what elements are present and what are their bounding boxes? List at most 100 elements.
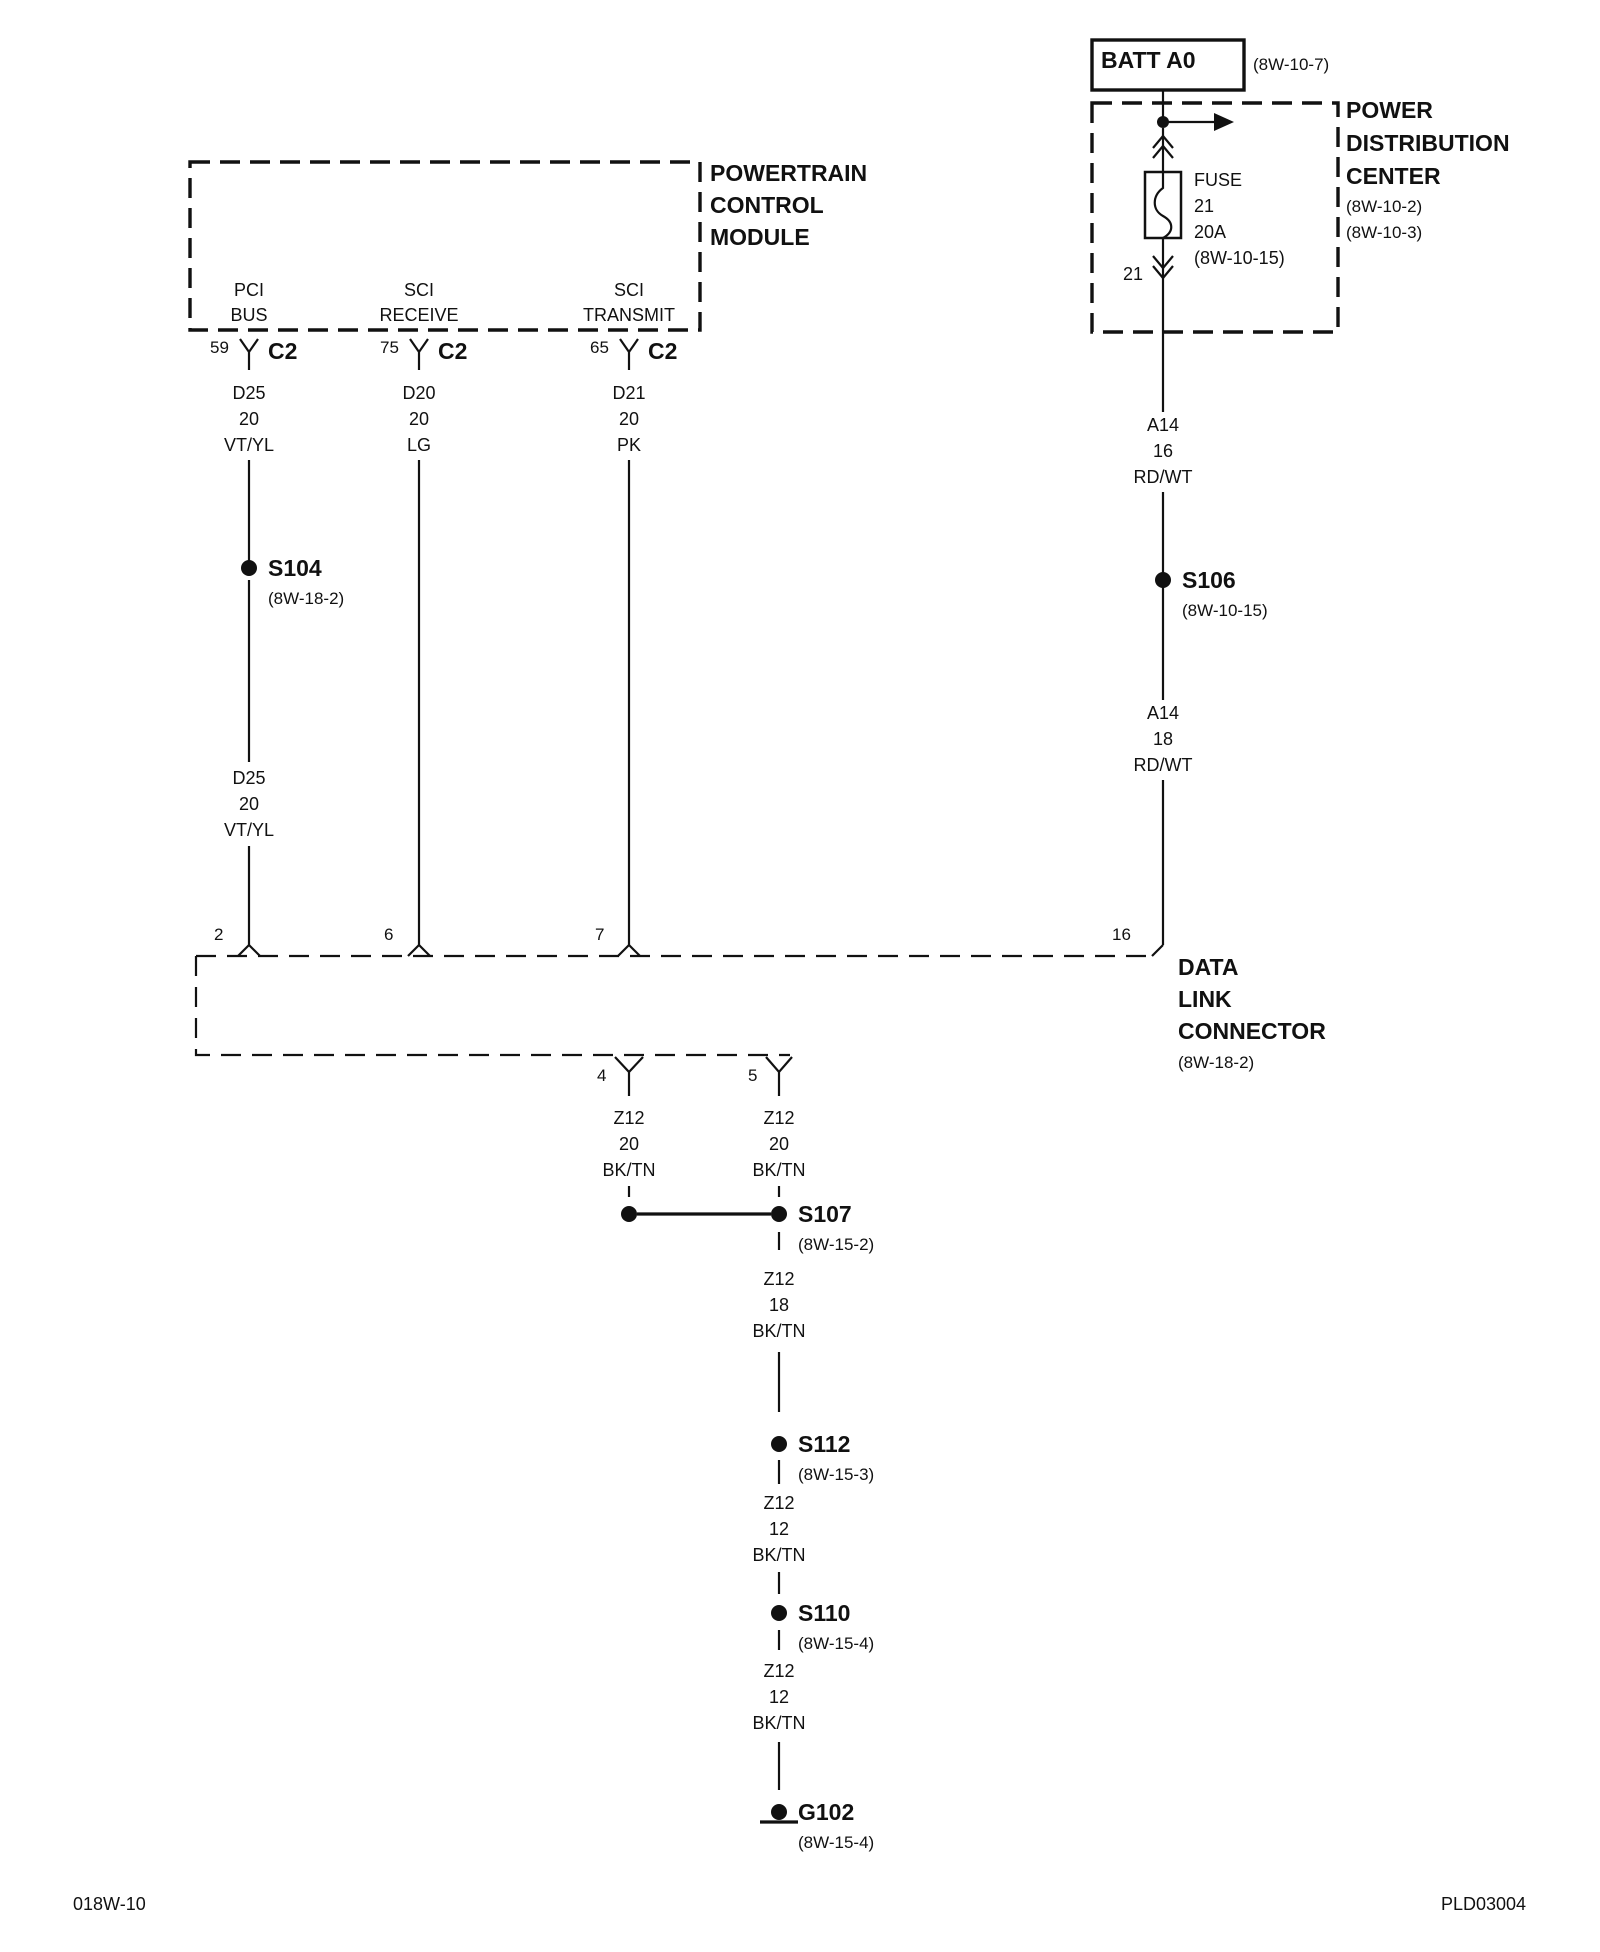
wire-d21-label: D21 20 PK <box>612 383 645 455</box>
fuse-number: 21 <box>1194 196 1214 216</box>
pdc-ref-1: (8W-10-2) <box>1346 197 1422 216</box>
footer-left: 018W-10 <box>73 1894 146 1914</box>
data-link-connector: 2 6 7 16 4 5 DATA LINK CONNECTOR (8W-18-… <box>194 925 1326 1096</box>
svg-text:C2: C2 <box>268 338 297 364</box>
feed-arrow-icon <box>1214 113 1234 131</box>
batt-ref: (8W-10-7) <box>1253 55 1329 74</box>
power-distribution-center: POWER DISTRIBUTION CENTER (8W-10-2) (8W-… <box>1090 90 1510 334</box>
wire-z12-12b-label: Z12 12 BK/TN <box>752 1661 805 1733</box>
svg-text:G102: G102 <box>798 1799 854 1825</box>
splice-s104: S104 (8W-18-2) <box>241 555 344 608</box>
svg-text:20: 20 <box>239 794 259 814</box>
svg-text:RD/WT: RD/WT <box>1134 467 1193 487</box>
batt-label: BATT A0 <box>1101 47 1196 73</box>
svg-text:S104: S104 <box>268 555 322 581</box>
svg-text:20: 20 <box>769 1134 789 1154</box>
svg-text:18: 18 <box>1153 729 1173 749</box>
fuse-rating: 20A <box>1194 222 1226 242</box>
pcm-connector-65: 65 C2 <box>590 338 677 370</box>
pcm-pin-name-sci-rx: SCI <box>404 280 434 300</box>
dlc-pin-6: 6 <box>384 925 393 944</box>
wire-z12-pin5-label: Z12 20 BK/TN <box>752 1108 805 1180</box>
svg-text:Z12: Z12 <box>613 1108 644 1128</box>
splice-s106: S106 (8W-10-15) <box>1155 567 1268 620</box>
svg-text:S107: S107 <box>798 1201 852 1227</box>
svg-text:A14: A14 <box>1147 703 1179 723</box>
svg-text:12: 12 <box>769 1687 789 1707</box>
svg-text:Z12: Z12 <box>763 1108 794 1128</box>
dlc-title-2: LINK <box>1178 986 1232 1012</box>
svg-text:A14: A14 <box>1147 415 1179 435</box>
svg-text:BK/TN: BK/TN <box>752 1713 805 1733</box>
svg-text:18: 18 <box>769 1295 789 1315</box>
pcm-pin-name-transmit: TRANSMIT <box>583 305 675 325</box>
svg-text:(8W-18-2): (8W-18-2) <box>268 589 344 608</box>
svg-text:C2: C2 <box>648 338 677 364</box>
svg-text:D25: D25 <box>232 383 265 403</box>
svg-text:(8W-15-2): (8W-15-2) <box>798 1235 874 1254</box>
svg-text:VT/YL: VT/YL <box>224 820 274 840</box>
pcm-title-3: MODULE <box>710 224 810 250</box>
dlc-pin-2: 2 <box>214 925 223 944</box>
wire-d25-upper-label: D25 20 VT/YL <box>224 383 274 455</box>
svg-text:BK/TN: BK/TN <box>602 1160 655 1180</box>
pdc-title-2: DISTRIBUTION <box>1346 130 1510 156</box>
svg-text:S106: S106 <box>1182 567 1236 593</box>
pdc-title-3: CENTER <box>1346 163 1441 189</box>
splice-s112: S112 (8W-15-3) <box>771 1431 874 1484</box>
pdc-title-1: POWER <box>1346 97 1433 123</box>
svg-text:(8W-15-4): (8W-15-4) <box>798 1833 874 1852</box>
svg-text:S110: S110 <box>798 1600 850 1626</box>
ground-g102: G102 (8W-15-4) <box>760 1799 874 1852</box>
dlc-pin-16: 16 <box>1112 925 1131 944</box>
svg-text:VT/YL: VT/YL <box>224 435 274 455</box>
svg-text:20: 20 <box>409 409 429 429</box>
svg-text:20: 20 <box>619 1134 639 1154</box>
wire-a14-upper-label: A14 16 RD/WT <box>1134 415 1193 487</box>
svg-text:20: 20 <box>619 409 639 429</box>
dlc-ref: (8W-18-2) <box>1178 1053 1254 1072</box>
pcm-connector-59: 59 C2 <box>210 338 297 370</box>
svg-text:20: 20 <box>239 409 259 429</box>
svg-text:BK/TN: BK/TN <box>752 1160 805 1180</box>
svg-text:PK: PK <box>617 435 641 455</box>
svg-text:Z12: Z12 <box>763 1661 794 1681</box>
svg-text:16: 16 <box>1153 441 1173 461</box>
wire-d25-lower-label: D25 20 VT/YL <box>224 768 274 840</box>
svg-text:(8W-10-15): (8W-10-15) <box>1182 601 1268 620</box>
svg-text:59: 59 <box>210 338 229 357</box>
svg-text:(8W-15-3): (8W-15-3) <box>798 1465 874 1484</box>
dlc-pin-7: 7 <box>595 925 604 944</box>
fuse-ref: (8W-10-15) <box>1194 248 1285 268</box>
batt-a0-box: BATT A0 (8W-10-7) <box>1090 38 1329 92</box>
svg-text:D25: D25 <box>232 768 265 788</box>
svg-text:12: 12 <box>769 1519 789 1539</box>
wire-z12-12a-label: Z12 12 BK/TN <box>752 1493 805 1565</box>
svg-text:Z12: Z12 <box>763 1269 794 1289</box>
fuse-label: FUSE <box>1194 170 1242 190</box>
splice-s110: S110 (8W-15-4) <box>771 1600 874 1653</box>
footer-right: PLD03004 <box>1441 1894 1526 1914</box>
pcm-pin-name-receive: RECEIVE <box>379 305 458 325</box>
pcm-pin-name-sci-tx: SCI <box>614 280 644 300</box>
svg-text:(8W-15-4): (8W-15-4) <box>798 1634 874 1653</box>
pdc-ref-2: (8W-10-3) <box>1346 223 1422 242</box>
svg-text:LG: LG <box>407 435 431 455</box>
dlc-pin-5: 5 <box>748 1066 757 1085</box>
dlc-pin-4: 4 <box>597 1066 606 1085</box>
splice-s107: S107 (8W-15-2) <box>621 1201 874 1254</box>
pcm-title-1: POWERTRAIN <box>710 160 867 186</box>
svg-text:65: 65 <box>590 338 609 357</box>
svg-text:S112: S112 <box>798 1431 850 1457</box>
wire-z12-pin4-label: Z12 20 BK/TN <box>602 1108 655 1180</box>
pcm-title-2: CONTROL <box>710 192 824 218</box>
wire-a14-lower-label: A14 18 RD/WT <box>1134 703 1193 775</box>
svg-text:C2: C2 <box>438 338 467 364</box>
powertrain-control-module: POWERTRAIN CONTROL MODULE PCI BUS SCI RE… <box>188 160 867 332</box>
fuse-pin-number: 21 <box>1123 264 1143 284</box>
dlc-title-3: CONNECTOR <box>1178 1018 1326 1044</box>
pcm-pin-name-bus: BUS <box>230 305 267 325</box>
svg-text:BK/TN: BK/TN <box>752 1321 805 1341</box>
ground-icon <box>771 1804 787 1820</box>
